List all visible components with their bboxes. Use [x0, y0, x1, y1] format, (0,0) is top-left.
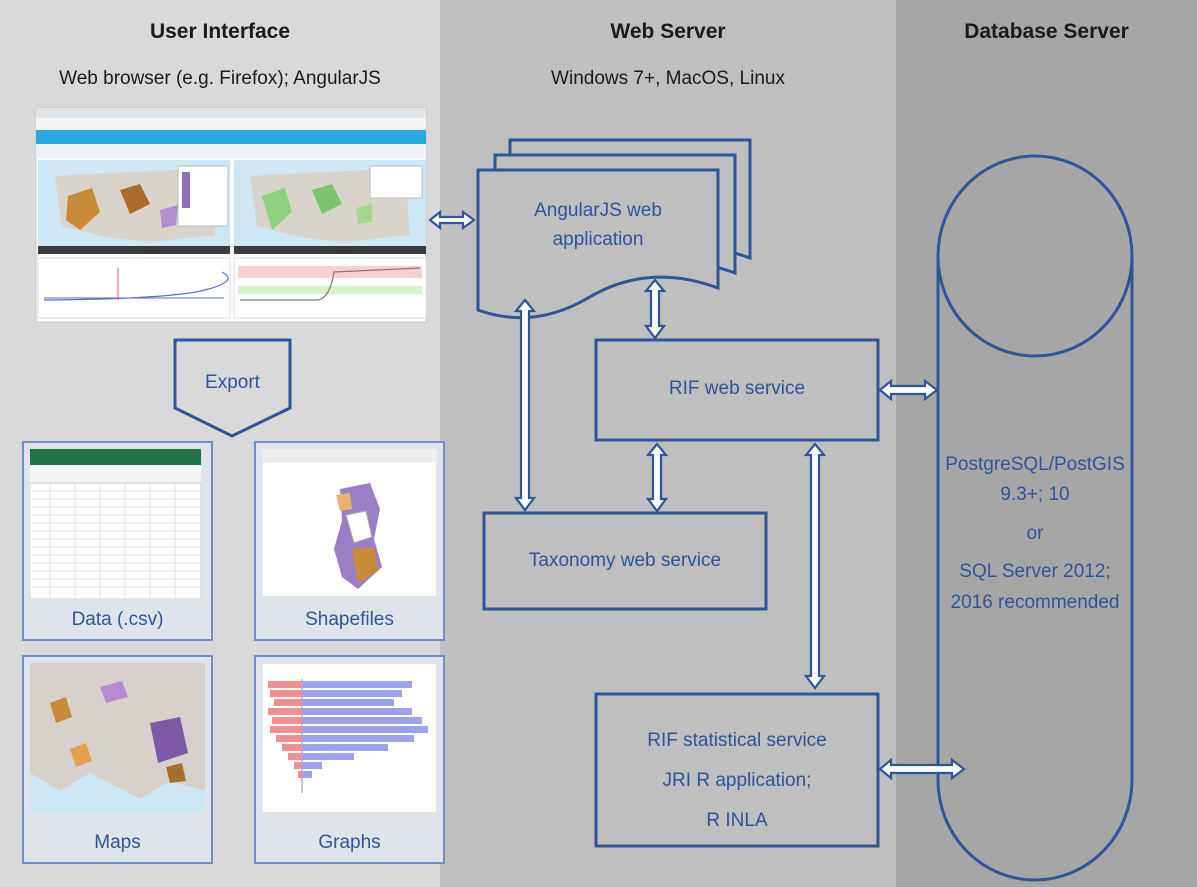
database-label-line2: 9.3+; 10: [1000, 484, 1070, 506]
user-interface-title: User Interface: [149, 20, 291, 43]
shapefiles-output: Shapefiles: [254, 441, 445, 641]
map-thumbnail: [30, 663, 205, 813]
export-arrow-shape: [173, 338, 292, 438]
user-interface-subtitle: Web browser (e.g. Firefox); AngularJS: [59, 68, 381, 89]
angular-app-label-line1: AngularJS web: [534, 200, 662, 221]
statistical-service-line1: RIF statistical service: [647, 730, 827, 751]
taxonomy-web-service-node: [482, 511, 768, 611]
graphs-output: Graphs: [254, 655, 445, 864]
ui-to-angular-arrow: [428, 209, 476, 231]
statistical-service-label: RIF statistical service JRI R applicatio…: [596, 721, 878, 841]
database-label: PostgreSQL/PostGIS 9.3+; 10 or SQL Serve…: [940, 450, 1130, 618]
web-server-subtitle: Windows 7+, MacOS, Linux: [551, 68, 785, 89]
spreadsheet-thumbnail: [30, 449, 202, 599]
rif-to-taxonomy-arrow: [645, 442, 669, 513]
angular-app-label: AngularJS web application: [480, 196, 716, 255]
angular-web-application-node: [476, 138, 752, 320]
rif-to-database-arrow: [878, 378, 939, 402]
browser-screenshot: [35, 107, 427, 323]
database-server-title: Database Server: [964, 20, 1129, 43]
statistical-to-database-arrow: [878, 757, 966, 781]
graphs-caption: Graphs: [318, 832, 381, 853]
statistical-service-line3: R INLA: [706, 809, 768, 831]
rif-statistical-service-node: [594, 692, 880, 848]
rif-web-service-label: RIF web service: [668, 378, 806, 399]
angular-to-taxonomy-arrow: [513, 298, 537, 512]
database-label-line3: or: [1026, 522, 1044, 544]
graph-thumbnail: [262, 663, 437, 813]
maps-caption: Maps: [94, 832, 141, 853]
database-label-line1: PostgreSQL/PostGIS: [945, 454, 1125, 475]
maps-output: Maps: [22, 655, 213, 864]
data-csv-output: Data (.csv): [22, 441, 213, 641]
taxonomy-service-label: Taxonomy web service: [528, 550, 722, 571]
rif-to-statistical-arrow: [803, 442, 827, 690]
export-label: Export: [205, 372, 260, 393]
rif-web-service-node: [594, 338, 880, 442]
shapefile-thumbnail: [262, 449, 437, 597]
angular-app-label-line2: application: [552, 229, 644, 251]
data-csv-caption: Data (.csv): [71, 609, 164, 630]
database-label-line4: SQL Server 2012;: [959, 561, 1111, 583]
statistical-service-line2: JRI R application;: [662, 769, 812, 791]
database-cylinder: [936, 154, 1134, 882]
database-label-line5: 2016 recommended: [950, 591, 1120, 613]
shapefiles-caption: Shapefiles: [305, 609, 394, 630]
web-server-title: Web Server: [610, 20, 726, 43]
angular-to-rif-arrow: [643, 278, 667, 340]
